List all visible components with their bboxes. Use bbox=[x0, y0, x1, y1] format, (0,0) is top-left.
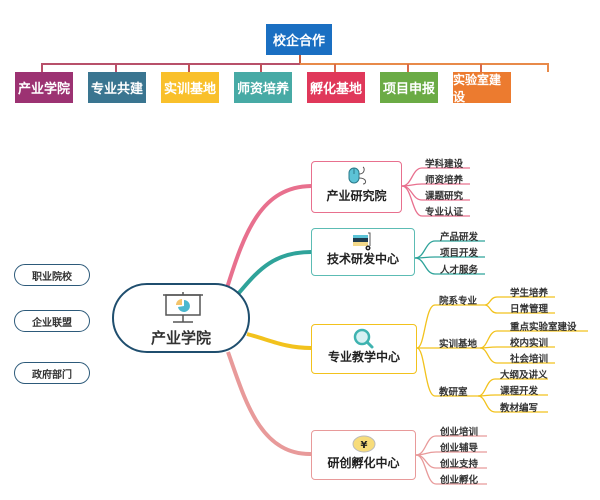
center-node-industry-college[interactable]: 产业学院 bbox=[112, 283, 250, 353]
leaf-entrepreneurship-incubation[interactable]: 创业孵化 bbox=[440, 475, 479, 486]
top-node-project-application[interactable]: 项目申报 bbox=[380, 72, 438, 103]
leaf-project-development[interactable]: 项目开发 bbox=[440, 248, 479, 259]
top-node-label: 孵化基地 bbox=[309, 82, 362, 97]
branch-node-professional-teaching-center[interactable]: 专业教学中心 bbox=[311, 324, 417, 374]
top-node-label: 项目申报 bbox=[382, 82, 435, 97]
leaf-talent-services[interactable]: 人才服务 bbox=[440, 265, 479, 276]
magnifier-icon bbox=[353, 328, 374, 349]
top-node-label: 实训基地 bbox=[163, 82, 216, 97]
top-node-label: 实验室建设 bbox=[453, 72, 502, 104]
leaf-entrepreneurship-coaching[interactable]: 创业辅导 bbox=[440, 443, 479, 454]
branch-line-3 bbox=[246, 332, 312, 350]
pill-label: 政府部门 bbox=[32, 369, 72, 381]
top-node-industry-college[interactable]: 产业学院 bbox=[15, 72, 73, 103]
pill-government-department[interactable]: 政府部门 bbox=[14, 362, 90, 384]
top-node-label: 产业学院 bbox=[17, 82, 70, 97]
leaf-on-campus-training[interactable]: 校内实训 bbox=[510, 338, 549, 349]
svg-text:¥: ¥ bbox=[361, 440, 368, 451]
branch-label: 研创孵化中心 bbox=[327, 456, 400, 470]
top-node-major-co-construction[interactable]: 专业共建 bbox=[88, 72, 146, 103]
mouse-icon bbox=[348, 166, 367, 185]
leaf-research-topics[interactable]: 课题研究 bbox=[425, 191, 464, 202]
branch-line-4 bbox=[226, 351, 312, 457]
leaf-social-training[interactable]: 社会培训 bbox=[510, 354, 549, 365]
branch-1-leaf-lines bbox=[401, 167, 470, 217]
leaf-teacher-training[interactable]: 师资培养 bbox=[425, 175, 464, 186]
leaf-textbook-writing[interactable]: 教材编写 bbox=[500, 403, 539, 414]
root-node-school-enterprise[interactable]: 校企合作 bbox=[266, 24, 332, 55]
root-node-label: 校企合作 bbox=[272, 34, 325, 49]
yen-coin-icon: ¥ bbox=[352, 435, 376, 453]
group-department-major[interactable]: 院系专业 bbox=[439, 296, 478, 307]
pill-vocational-college[interactable]: 职业院校 bbox=[14, 264, 90, 286]
pill-label: 职业院校 bbox=[32, 271, 72, 283]
top-node-label: 师资培养 bbox=[236, 82, 289, 97]
branch-2-leaf-lines bbox=[414, 240, 485, 275]
branch-4-leaf-lines bbox=[415, 435, 487, 485]
top-node-incubation-base[interactable]: 孵化基地 bbox=[307, 72, 365, 103]
pill-label: 企业联盟 bbox=[32, 317, 72, 329]
top-connector-bar-left bbox=[41, 63, 300, 72]
center-node-label: 产业学院 bbox=[150, 329, 211, 347]
leaf-major-certification[interactable]: 专业认证 bbox=[425, 207, 464, 218]
top-node-training-base[interactable]: 实训基地 bbox=[161, 72, 219, 103]
branch-label: 专业教学中心 bbox=[327, 350, 400, 364]
presentation-board-icon bbox=[163, 292, 203, 323]
leaf-entrepreneurship-support[interactable]: 创业支持 bbox=[440, 459, 479, 470]
branch-label: 技术研发中心 bbox=[326, 252, 399, 266]
group-teaching-research-office[interactable]: 教研室 bbox=[439, 387, 468, 398]
leaf-entrepreneurship-training[interactable]: 创业培训 bbox=[440, 427, 479, 438]
top-node-lab-construction[interactable]: 实验室建设 bbox=[453, 72, 511, 104]
branch-line-2 bbox=[235, 250, 312, 297]
branch-label: 产业研究院 bbox=[326, 189, 387, 203]
top-node-teacher-training[interactable]: 师资培养 bbox=[234, 72, 292, 103]
top-node-label: 专业共建 bbox=[90, 82, 143, 97]
leaf-discipline-construction[interactable]: 学科建设 bbox=[425, 159, 464, 170]
branch-node-innovation-incubation-center[interactable]: ¥ 研创孵化中心 bbox=[311, 430, 416, 480]
leaf-student-cultivation[interactable]: 学生培养 bbox=[510, 288, 549, 299]
branch-node-tech-rd-center[interactable]: 技术研发中心 bbox=[311, 228, 415, 276]
leaf-key-lab-construction[interactable]: 重点实验室建设 bbox=[510, 322, 577, 333]
top-connector-bar-right bbox=[300, 63, 549, 72]
cart-icon bbox=[353, 232, 371, 251]
branch-line-1 bbox=[225, 184, 312, 289]
branch-3-leaf-lines bbox=[416, 296, 588, 413]
leaf-product-rd[interactable]: 产品研发 bbox=[440, 232, 479, 243]
branch-node-industry-research-institute[interactable]: 产业研究院 bbox=[311, 161, 402, 213]
group-training-base[interactable]: 实训基地 bbox=[439, 339, 478, 350]
pill-enterprise-alliance[interactable]: 企业联盟 bbox=[14, 310, 90, 332]
leaf-course-development[interactable]: 课程开发 bbox=[500, 386, 539, 397]
leaf-syllabus-and-handouts[interactable]: 大纲及讲义 bbox=[500, 370, 548, 381]
leaf-daily-management[interactable]: 日常管理 bbox=[510, 304, 549, 315]
